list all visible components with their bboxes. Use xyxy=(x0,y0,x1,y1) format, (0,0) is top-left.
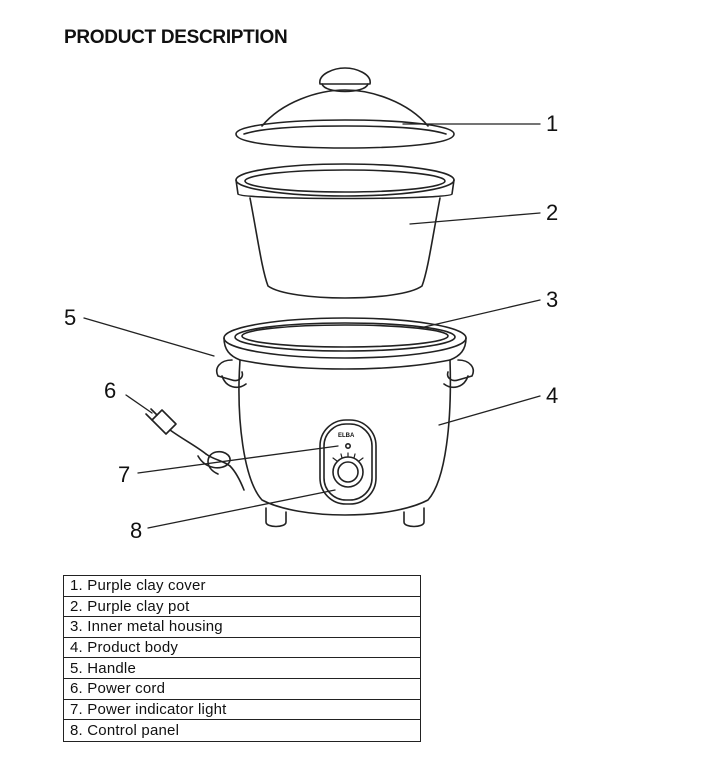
legend-row: 5. Handle xyxy=(64,658,420,679)
legend-row: 8. Control panel xyxy=(70,721,180,739)
legend-row: 1. Purple clay cover xyxy=(64,576,420,597)
legend-row: 2. Purple clay pot xyxy=(64,597,420,618)
legend-row: 6. Power cord xyxy=(64,679,420,700)
callout-5: 5 xyxy=(64,305,76,330)
page-title: PRODUCT DESCRIPTION xyxy=(64,27,288,48)
brand-label: ELBA xyxy=(338,433,355,439)
callout-7: 7 xyxy=(118,462,130,487)
callout-6: 6 xyxy=(104,378,116,403)
callout-3: 3 xyxy=(546,287,558,312)
leader-lines xyxy=(83,123,541,529)
callout-1: 1 xyxy=(546,111,558,136)
power-cord xyxy=(145,408,245,491)
callout-8: 8 xyxy=(130,518,142,543)
cooker-body xyxy=(216,317,474,528)
clay-cover xyxy=(235,67,455,149)
parts-legend-table: 1. Purple clay cover 2. Purple clay pot … xyxy=(63,575,421,742)
clay-pot xyxy=(235,163,455,299)
legend-row: 4. Product body xyxy=(64,638,420,659)
callout-2: 2 xyxy=(546,200,558,225)
legend-row: 3. Inner metal housing xyxy=(64,617,420,638)
callout-4: 4 xyxy=(546,383,558,408)
legend-row: 7. Power indicator light xyxy=(64,700,420,721)
